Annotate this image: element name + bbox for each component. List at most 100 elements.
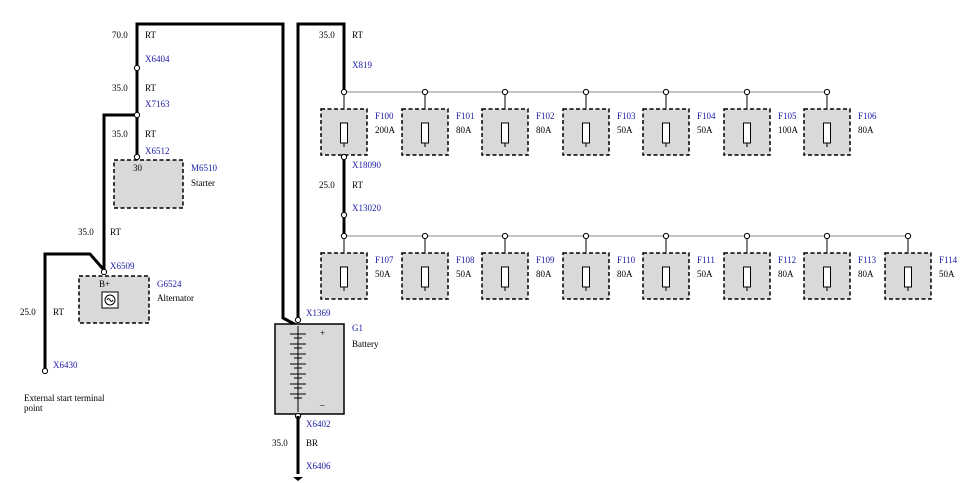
external-start-label-1: External start terminal (24, 393, 105, 403)
battery-id: G1 (352, 323, 363, 333)
fuse-rating: 80A (456, 125, 472, 135)
fuse-icon (662, 266, 670, 288)
bus-node (421, 88, 429, 96)
bus-node (582, 88, 590, 96)
battery-name: Battery (352, 339, 379, 349)
fuse-id: F112 (778, 255, 796, 265)
fuse-id: F109 (536, 255, 555, 265)
bus-node (743, 232, 751, 240)
battery-box (274, 323, 345, 415)
connector-x6430: X6430 (53, 360, 78, 370)
battery-plus-label: + (320, 328, 325, 338)
wire-size-70: 70.0 (112, 30, 128, 40)
connector-node-x18090 (340, 153, 348, 161)
fuse-f101: F101 80A (401, 88, 475, 156)
battery-cells-icon (290, 326, 306, 412)
wire-color-25-b: RT (352, 180, 363, 190)
wire-color-70: RT (145, 30, 156, 40)
fuse-rating: 50A (697, 269, 713, 279)
alternator-id: G6524 (157, 279, 182, 289)
bus-node (743, 88, 751, 96)
fuse-rating: 80A (858, 269, 874, 279)
fuse-icon (340, 266, 348, 288)
wire-size-25-b: 25.0 (319, 180, 335, 190)
wire-size-35-b: 35.0 (112, 129, 128, 139)
connector-node-x6509 (100, 268, 108, 276)
battery-minus-label: – (319, 400, 325, 410)
fuse-id: F100 (375, 111, 394, 121)
bus-node (662, 232, 670, 240)
starter-box (113, 159, 184, 209)
connector-x819: X819 (352, 60, 372, 70)
fuse-id: F105 (778, 111, 797, 121)
connector-x1369: X1369 (306, 308, 331, 318)
fuse-box: 35.0 RT X819 F100200AF10180AF10280AF1035… (319, 30, 958, 300)
bus-node (501, 88, 509, 96)
fuse-id: F107 (375, 255, 394, 265)
bus-node (582, 232, 590, 240)
connector-x6404: X6404 (145, 54, 170, 64)
wire-color-35-br: BR (306, 438, 318, 448)
bus-node (823, 232, 831, 240)
wire-color-35-d: RT (352, 30, 363, 40)
fuse-id: F114 (939, 255, 958, 265)
fuse-icon (501, 122, 509, 144)
starter-id: M6510 (191, 163, 218, 173)
fuse-f105: F105 100A (723, 88, 799, 156)
fuse-box-outline (320, 252, 368, 300)
fuse-icon (904, 266, 912, 288)
fuse-rating: 50A (375, 269, 391, 279)
connector-node-x13020 (340, 211, 348, 219)
bus-node (823, 88, 831, 96)
fuse-icon (582, 122, 590, 144)
fuse-id: F110 (617, 255, 636, 265)
fuse-icon (662, 122, 670, 144)
fuse-icon (743, 122, 751, 144)
fuse-rating: 50A (617, 125, 633, 135)
bus-node (662, 88, 670, 96)
connector-node-x1369 (294, 316, 302, 324)
starter-circuit: 70.0 RT X6404 35.0 RT X7163 35.0 RT X651… (20, 22, 299, 413)
wire-70-rt (135, 22, 299, 328)
wire-size-35-br: 35.0 (272, 438, 288, 448)
fuse-icon (340, 122, 348, 144)
starter-name: Starter (191, 178, 215, 188)
alternator-symbol-icon (101, 291, 119, 309)
fuse-id: F102 (536, 111, 555, 121)
fuse-icon (501, 266, 509, 288)
alternator-name: Alternator (157, 293, 194, 303)
connector-node-x6430 (41, 367, 49, 375)
wire-size-25-a: 25.0 (20, 307, 36, 317)
fuse-icon (823, 122, 831, 144)
starter-pin: 30 (133, 163, 143, 173)
wire-size-35-c: 35.0 (78, 227, 94, 237)
connector-x6512: X6512 (145, 146, 170, 156)
wire-35-rt-battery-bus (296, 22, 346, 318)
connector-node-x6404 (133, 64, 141, 72)
bus-node (421, 232, 429, 240)
connector-x6402: X6402 (306, 419, 331, 429)
connector-x18090: X18090 (352, 160, 381, 170)
fuse-icon (421, 266, 429, 288)
connector-x7163: X7163 (145, 99, 170, 109)
fuse-id: F108 (456, 255, 475, 265)
fuse-icon (823, 266, 831, 288)
fuse-box-outline (401, 108, 449, 156)
fuse-rating: 100A (778, 125, 799, 135)
wire-35-rt-alternator (102, 113, 137, 270)
fuse-id: F101 (456, 111, 475, 121)
alternator-pin: B+ (99, 279, 110, 289)
connector-node-x7163 (133, 111, 141, 119)
fuse-icon (582, 266, 590, 288)
